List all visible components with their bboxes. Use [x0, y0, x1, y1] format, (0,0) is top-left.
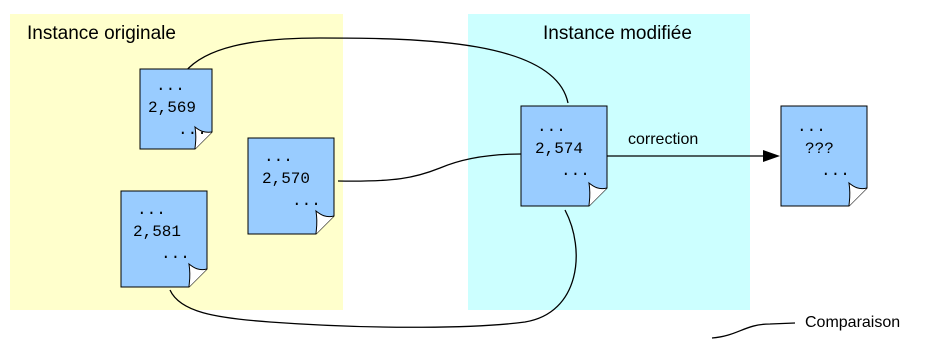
document-id: 2,581	[133, 223, 182, 241]
correction-label: correction	[628, 131, 699, 148]
document-icon	[520, 105, 608, 207]
document-top-ellipsis: ...	[264, 148, 293, 166]
document-bottom-ellipsis: ...	[561, 162, 590, 180]
document-top-ellipsis: ...	[156, 77, 185, 95]
document-id: ???	[805, 140, 834, 158]
comparison-line-2569-2574	[184, 37, 569, 104]
document-id: 2,570	[262, 170, 311, 188]
document-icon	[247, 137, 335, 235]
document-top-ellipsis: ...	[537, 118, 566, 136]
document-icon	[139, 68, 213, 150]
comparison-line-2581-2574	[169, 209, 577, 328]
document-id: 2,574	[535, 140, 584, 158]
legend-comparison-sample	[711, 322, 796, 339]
document-bottom-ellipsis: ...	[821, 162, 850, 180]
document-2570: ... 2,570 ...	[247, 137, 335, 235]
document-bottom-ellipsis: ...	[292, 192, 321, 210]
document-icon	[120, 190, 208, 288]
modified-instance-region	[468, 14, 750, 310]
modified-instance-label: Instance modifiée	[543, 23, 692, 44]
document-top-ellipsis: ...	[137, 201, 166, 219]
document-bottom-ellipsis: ...	[161, 245, 190, 263]
comparison-line-2570-2574	[337, 153, 522, 182]
document-2569: ... 2,569 ...	[139, 68, 213, 150]
document-unknown: ... ??? ...	[780, 105, 868, 207]
document-top-ellipsis: ...	[797, 118, 826, 136]
correction-arrowhead	[763, 150, 780, 162]
document-id: 2,569	[148, 99, 197, 117]
original-instance-label: Instance originale	[27, 23, 176, 44]
document-2574: ... 2,574 ...	[520, 105, 608, 207]
document-bottom-ellipsis: ...	[178, 121, 207, 139]
legend-comparison-label: Comparaison	[805, 314, 901, 331]
document-2581: ... 2,581 ...	[120, 190, 208, 288]
document-icon	[780, 105, 868, 207]
